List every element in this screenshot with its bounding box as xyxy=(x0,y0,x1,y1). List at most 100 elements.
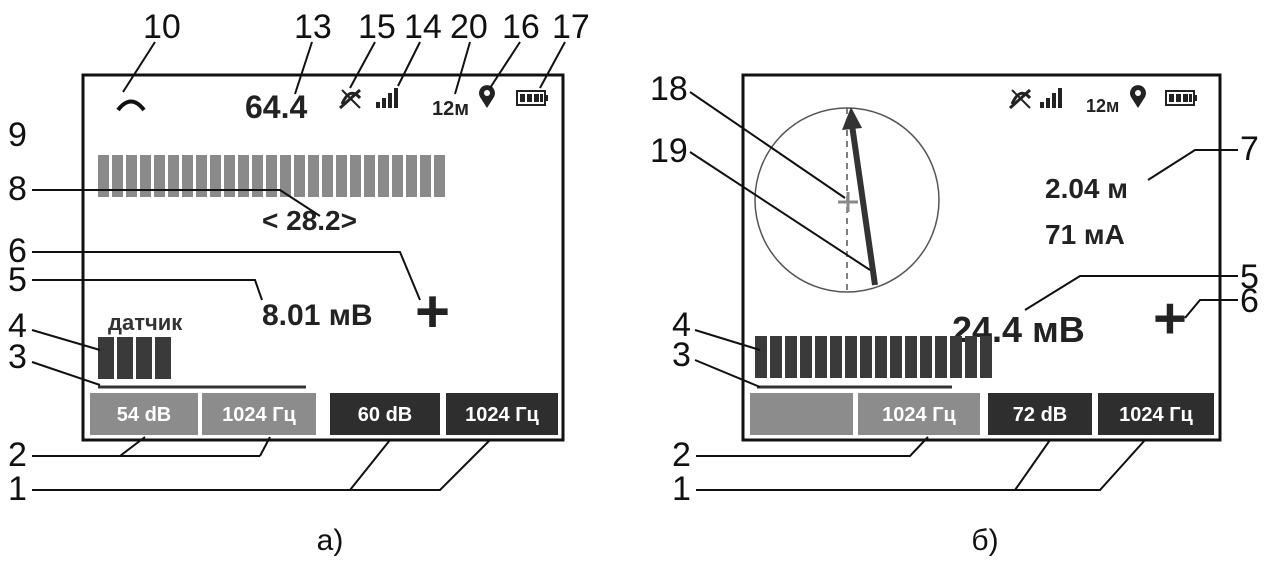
panel-b-button-4[interactable]: 1024 Гц xyxy=(1098,393,1214,435)
panel-a-button-4[interactable]: 1024 Гц xyxy=(446,393,558,435)
callout-a-20: 20 xyxy=(450,8,488,46)
panel-a-sensor-bar xyxy=(98,337,171,379)
panel-b-range-label: 12м xyxy=(1086,96,1119,116)
level-bar-segment xyxy=(406,155,417,197)
panel-a-button-3-label: 60 dB xyxy=(358,404,412,426)
callout-a-15: 15 xyxy=(358,8,396,46)
sensor-bar-segment xyxy=(136,337,152,379)
sensor-bar-segment xyxy=(155,337,171,379)
level-bar-segment xyxy=(154,155,165,197)
satellite-icon xyxy=(1008,88,1032,110)
panel-b-sensor-bar xyxy=(755,336,992,378)
panel-b-leader-lines xyxy=(689,91,1238,491)
sensor-bar-segment xyxy=(830,336,842,378)
satellite-icon xyxy=(338,88,362,110)
level-bar-segment xyxy=(336,155,347,197)
sensor-bar-segment xyxy=(965,336,977,378)
sensor-bar-segment xyxy=(755,336,767,378)
level-bar-segment xyxy=(168,155,179,197)
panel-a-signal-value: 8.01 мВ xyxy=(262,299,373,332)
sensor-bar-segment xyxy=(860,336,872,378)
panel-a-range-label: 12м xyxy=(432,98,469,120)
callout-a-8: 8 xyxy=(8,170,27,208)
level-bar-segment xyxy=(364,155,375,197)
sensor-bar-segment xyxy=(935,336,947,378)
panel-b-depth: 2.04 м xyxy=(1045,173,1128,204)
panel-a-button-2[interactable]: 1024 Гц xyxy=(202,393,316,435)
callout-b-7: 7 xyxy=(1240,130,1259,168)
level-bar-segment xyxy=(252,155,263,197)
location-pin-icon xyxy=(479,85,495,108)
level-bar-segment xyxy=(350,155,361,197)
sensor-bar-segment xyxy=(117,337,133,379)
panel-a-leader-lines xyxy=(31,41,566,491)
level-bar-segment xyxy=(196,155,207,197)
signal-strength-icon xyxy=(1040,88,1062,108)
level-bar-segment xyxy=(308,155,319,197)
sensor-bar-segment xyxy=(770,336,782,378)
sensor-bar-segment xyxy=(890,336,902,378)
level-bar-segment xyxy=(322,155,333,197)
panel-a-button-2-label: 1024 Гц xyxy=(222,404,296,426)
sensor-bar-segment xyxy=(875,336,887,378)
callout-a-10: 10 xyxy=(143,8,181,46)
callout-a-14: 14 xyxy=(404,8,442,46)
callout-b-5: 5 xyxy=(1240,258,1259,296)
direction-arrow xyxy=(849,124,878,286)
panel-a-button-1-label: 54 dB xyxy=(117,404,171,426)
panel-b-button-3[interactable]: 72 dB xyxy=(988,393,1092,435)
level-bar-segment xyxy=(112,155,123,197)
callout-b-1: 1 xyxy=(672,470,691,508)
panel-a-button-4-label: 1024 Гц xyxy=(465,404,539,426)
callout-a-6: 6 xyxy=(8,232,27,270)
level-bar-segment xyxy=(224,155,235,197)
callout-a-5: 5 xyxy=(8,261,27,299)
panel-b-button-3-label: 72 dB xyxy=(1013,404,1067,426)
panel-a-button-3[interactable]: 60 dB xyxy=(330,393,440,435)
panel-a-value-top: 64.4 xyxy=(245,89,307,125)
battery-icon xyxy=(516,90,548,106)
panel-a-plus-sign: + xyxy=(415,278,450,345)
callout-b-4: 4 xyxy=(672,306,691,344)
callout-a-2: 2 xyxy=(8,436,27,474)
callout-a-17: 17 xyxy=(552,8,590,46)
callout-b-3: 3 xyxy=(672,336,691,374)
panel-b: 12м 2.04 м 71 мА 24.4 мВ + xyxy=(650,70,1259,557)
panel-b-current: 71 мА xyxy=(1045,219,1125,250)
level-bar-segment xyxy=(280,155,291,197)
sensor-bar-segment xyxy=(905,336,917,378)
level-bar-segment xyxy=(294,155,305,197)
sensor-bar-segment xyxy=(800,336,812,378)
sensor-bar-segment xyxy=(950,336,962,378)
level-bar-segment xyxy=(98,155,109,197)
level-bar-segment xyxy=(140,155,151,197)
sensor-bar-segment xyxy=(845,336,857,378)
callout-a-3: 3 xyxy=(8,338,27,376)
panel-b-button-4-label: 1024 Гц xyxy=(1119,404,1193,426)
panel-a-button-1[interactable]: 54 dB xyxy=(90,393,198,435)
callout-a-16: 16 xyxy=(502,8,540,46)
level-bar-segment xyxy=(378,155,389,197)
callout-a-13: 13 xyxy=(294,8,332,46)
callout-b-19: 19 xyxy=(650,132,688,170)
sensor-bar-segment xyxy=(98,337,114,379)
sensor-bar-segment xyxy=(815,336,827,378)
callout-a-1: 1 xyxy=(8,470,27,508)
panel-b-button-2-label: 1024 Гц xyxy=(882,404,956,426)
callout-b-18: 18 xyxy=(650,70,688,108)
offset-cross-icon xyxy=(838,192,858,212)
level-bar-segment xyxy=(434,155,445,197)
sensor-bar-segment xyxy=(785,336,797,378)
level-bar-segment xyxy=(266,155,277,197)
panel-b-caption: б) xyxy=(971,524,998,557)
arrow-head-icon xyxy=(842,107,862,130)
panel-b-button-1[interactable] xyxy=(750,393,853,435)
level-bar-segment xyxy=(238,155,249,197)
level-bar-segment xyxy=(182,155,193,197)
level-bar-segment xyxy=(392,155,403,197)
panel-b-plus-sign: + xyxy=(1153,286,1187,351)
panel-a-sensor-label: датчик xyxy=(108,310,183,335)
panel-b-button-2[interactable]: 1024 Гц xyxy=(858,393,980,435)
